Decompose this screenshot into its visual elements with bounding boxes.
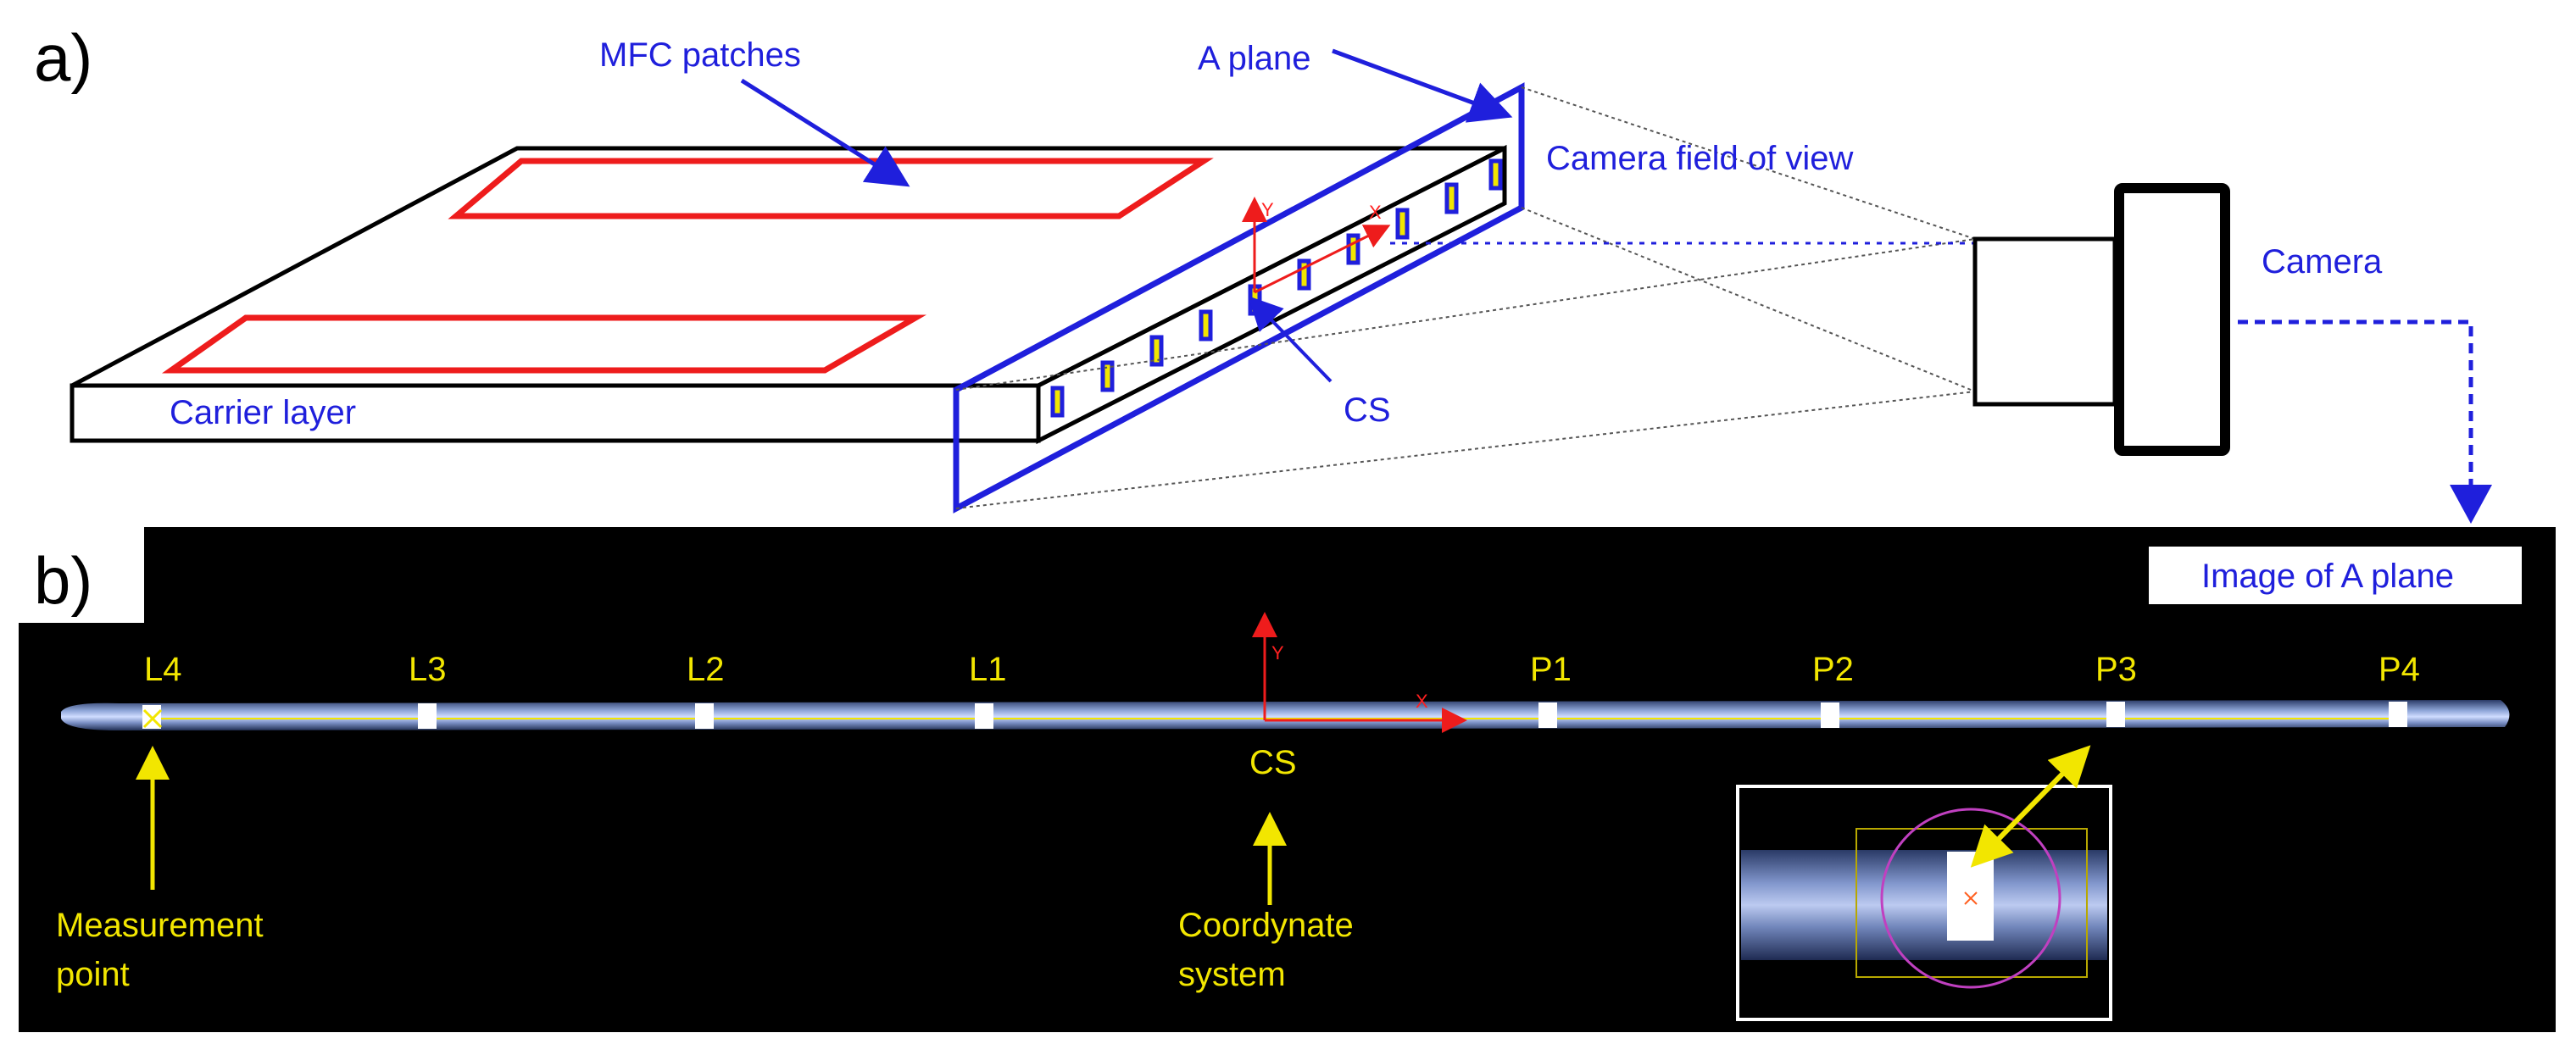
point-label-p2: P2 (1812, 651, 1854, 688)
cs-y-label: Y (1261, 199, 1274, 220)
camera-to-image-arrow (2238, 319, 2473, 513)
marker (1346, 233, 1360, 265)
marker-spot (2106, 702, 2125, 727)
carrier-layer-label: Carrier layer (170, 394, 356, 431)
inset-marker-spot (1947, 852, 1994, 941)
image-title-box (2149, 547, 2522, 604)
cs-label-b: CS (1249, 744, 1297, 781)
carrier-layer-plate (70, 144, 1507, 445)
cs-label-a: CS (1344, 392, 1391, 429)
point-label-p4: P4 (2378, 651, 2420, 688)
measurement-point-cross (142, 708, 163, 729)
mfc-pointer-arrow (740, 78, 910, 187)
marker-spot (2389, 702, 2407, 727)
camera-lens (1972, 236, 2117, 407)
point-label-l1: L1 (969, 651, 1007, 688)
mfc-patches-label: MFC patches (599, 36, 801, 74)
camera-housing (2114, 183, 2230, 456)
marker (1149, 335, 1164, 367)
a-plane-pointer-arrow (1332, 48, 1513, 123)
point-label-p3: P3 (2095, 651, 2137, 688)
camera-fov-lines (955, 86, 1976, 509)
panel-b: b) Image of A plane L4 L3 L2 L1 P1 P2 P (19, 527, 2556, 1032)
plate-side-face (1036, 144, 1507, 445)
camera-to-image-arrowhead (2450, 485, 2492, 524)
inset-center-cross (1964, 891, 1978, 905)
marker-spot (695, 703, 714, 729)
marker (1297, 258, 1311, 291)
measurement-point-label-line1: Measurement (56, 907, 264, 944)
a-plane-label: A plane (1198, 40, 1310, 77)
marker (1100, 360, 1115, 392)
marker (1488, 158, 1503, 191)
zoom-inset (1736, 785, 2112, 1021)
point-label-l2: L2 (687, 651, 725, 688)
cs-pointer-arrow (1248, 296, 1333, 383)
mfc-patch-lower (161, 314, 927, 374)
point-label-p1: P1 (1530, 651, 1572, 688)
marker (1050, 386, 1065, 418)
cs-x-label: X (1369, 202, 1382, 223)
point-labels: L4 L3 L2 L1 P1 P2 P3 P4 (144, 651, 2420, 688)
point-label-l3: L3 (409, 651, 447, 688)
camera-body (1972, 183, 2230, 456)
camera-fov-label: Camera field of view (1546, 140, 1853, 177)
marker (1199, 309, 1213, 342)
cs-axes-b: Y X (1252, 612, 1467, 733)
image-title: Image of A plane (2201, 558, 2454, 595)
cs-axes-a: Y X (1242, 197, 1391, 294)
panel-b-letter: b) (34, 543, 92, 618)
measurement-point-label-line2: point (56, 956, 130, 993)
marker-spot (1821, 702, 1839, 728)
marker-spot (1538, 702, 1557, 728)
marker-spot (975, 703, 993, 729)
point-label-l4: L4 (144, 651, 182, 688)
beam-image (61, 700, 2510, 730)
inset-beam (1741, 850, 2107, 960)
panel-a-letter: a) (34, 20, 92, 95)
panel-a: a) (34, 20, 2492, 524)
coordinate-system-label-line1: Coordynate (1178, 907, 1354, 944)
marker (1395, 208, 1410, 240)
marker (1444, 182, 1459, 214)
image-x-label: X (1416, 691, 1428, 712)
inset-link-arrow (1970, 745, 2091, 868)
camera-label: Camera (2262, 243, 2383, 280)
coordinate-system-label-line2: system (1178, 956, 1286, 993)
mfc-patch-upper (448, 158, 1214, 219)
marker-spot (418, 703, 437, 729)
cs-x-axis (1254, 225, 1391, 294)
image-y-label: Y (1271, 642, 1284, 664)
